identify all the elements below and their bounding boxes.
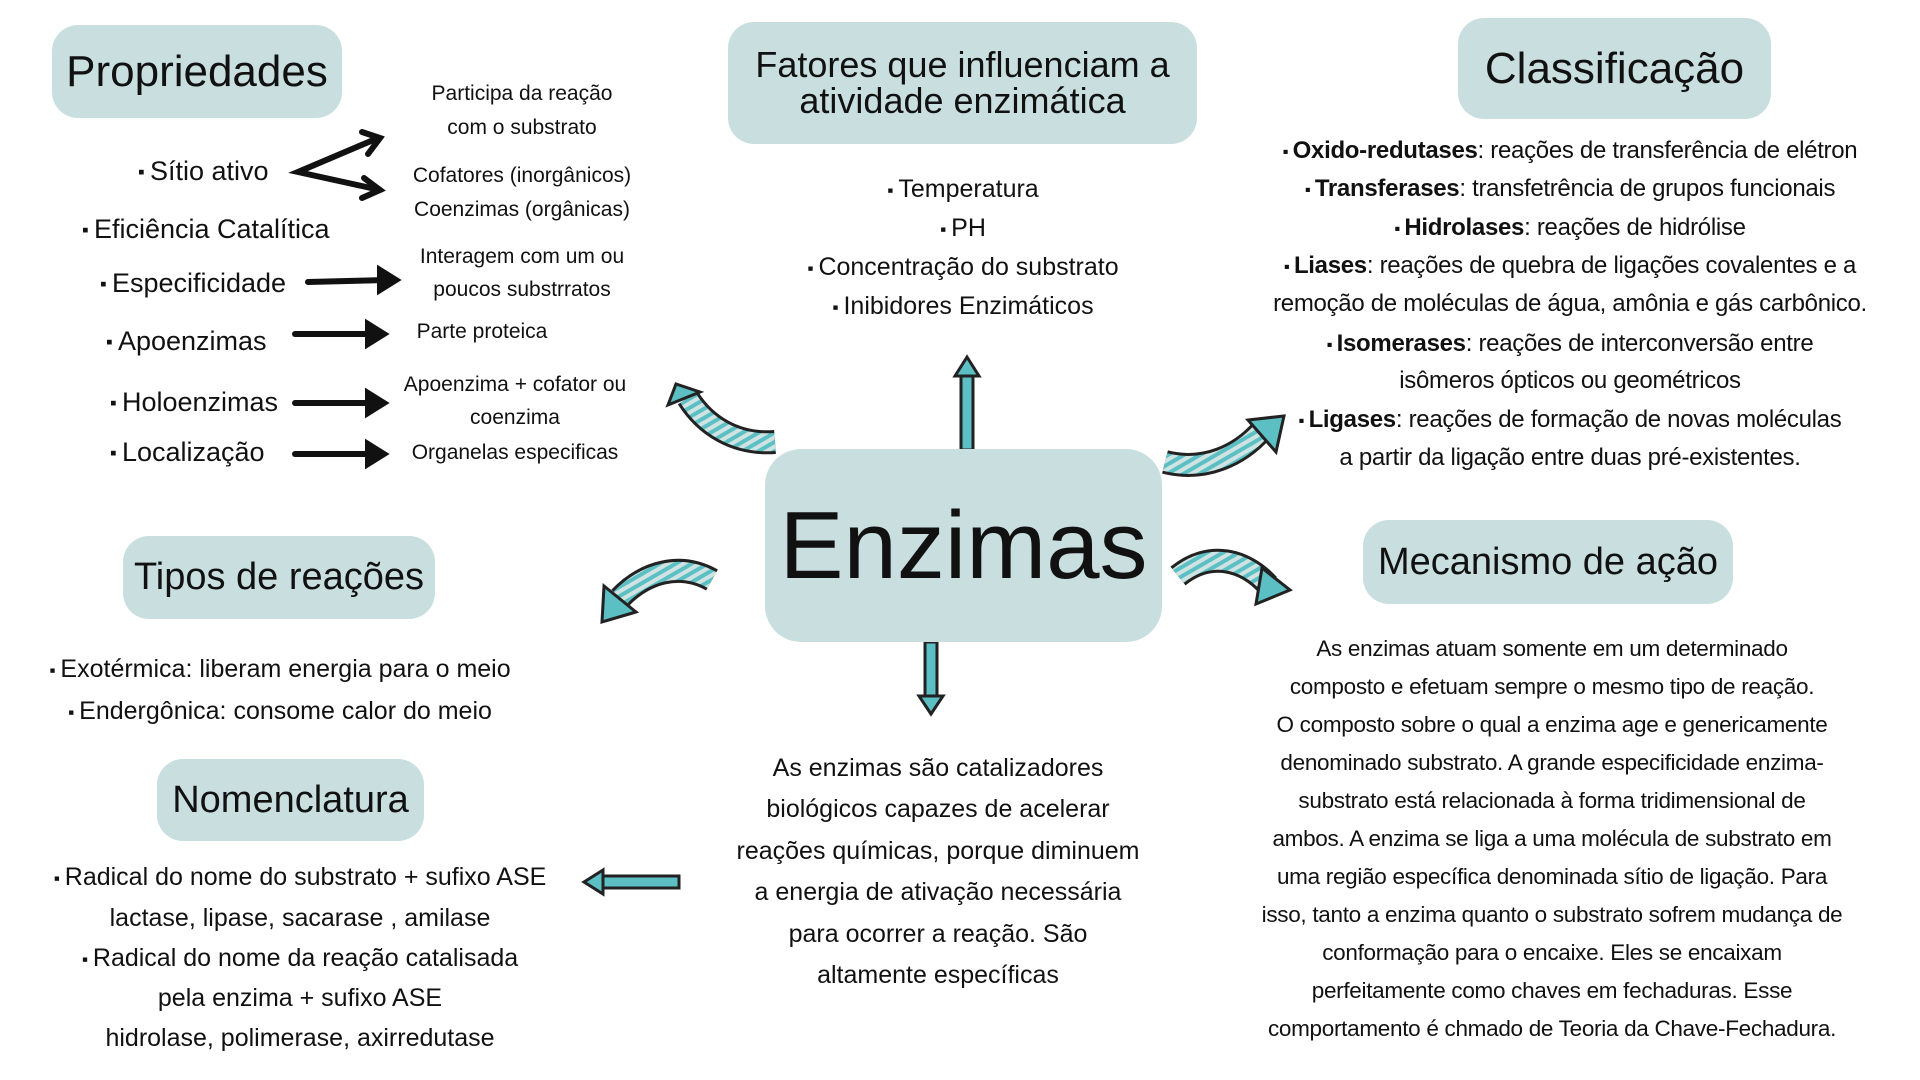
nomenclatura-line: lactase, lipase, sacarase , amilase (109, 904, 491, 932)
class-item-cont: isômeros ópticos ou geométricos (1399, 367, 1741, 394)
fatores-box: Fatores que influenciam a atividade enzi… (728, 22, 1197, 144)
arrow-up-icon (952, 354, 982, 452)
mecanismo-line: conformação para o encaixe. Eles se enca… (1322, 940, 1782, 965)
property-item: Sítio ativo (138, 156, 269, 187)
classificacao-title: Classificação (1484, 43, 1745, 93)
property-item: Holoenzimas (110, 387, 278, 418)
mecanismo-line: uma região específica denominada sítio d… (1276, 864, 1828, 889)
fator-concentracao: Concentração do substrato (807, 253, 1118, 281)
arrow-left-icon (581, 867, 681, 897)
definicao-line: altamente específicas (817, 961, 1059, 989)
class-item-cont: a partir da ligação entre duas pré-exist… (1339, 444, 1801, 471)
definicao-line: As enzimas são catalizadores (772, 754, 1104, 782)
class-term: Hidrolases (1404, 214, 1525, 241)
class-desc: : reações de formação de novas moléculas (1395, 406, 1842, 433)
class-desc: : reações de interconversão entre (1465, 330, 1814, 357)
class-item: Transferases: transfetrência de grupos f… (1225, 175, 1915, 203)
class-item: Isomerases: reações de interconversão en… (1225, 330, 1915, 358)
class-desc: : reações de quebra de ligações covalent… (1366, 252, 1857, 279)
definicao-line: reações químicas, porque diminuem (736, 837, 1140, 865)
class-term: Transferases (1314, 175, 1460, 202)
class-item: Hidrolases: reações de hidrólise (1225, 214, 1915, 242)
nomenclatura-line: pela enzima + sufixo ASE (157, 984, 443, 1012)
fator-ph: PH (940, 214, 986, 242)
property-arrows (292, 264, 402, 470)
property-item: Apoenzimas (106, 326, 267, 357)
property-detail: coenzima (470, 406, 560, 429)
tipo-item: Endergônica: consome calor do meio (30, 697, 530, 726)
nomenclatura-title: Nomenclatura (172, 778, 409, 821)
tipo-item: Exotérmica: liberam energia para o meio (30, 655, 530, 684)
center-topic-box: Enzimas (765, 449, 1162, 642)
property-detail: Cofatores (inorgânicos) (412, 164, 632, 187)
class-term: Oxido-redutases (1292, 137, 1478, 164)
class-item-cont: remoção de moléculas de água, amônia e g… (1273, 290, 1867, 317)
fatores-title-line: Fatores que influenciam a (755, 44, 1170, 85)
mecanismo-line: O composto sobre o qual a enzima age e g… (1276, 712, 1828, 737)
property-detail: Parte proteica (416, 320, 548, 343)
mecanismo-line: substrato está relacionada à forma tridi… (1298, 788, 1806, 813)
fator-item: Inibidores Enzimáticos (733, 292, 1193, 321)
curved-arrow-top-right-icon (1162, 414, 1286, 477)
mecanismo-line: ambos. A enzima se liga a uma molécula d… (1272, 826, 1832, 851)
nomenclatura-line: Radical do nome do substrato + sufixo AS… (20, 863, 580, 892)
definicao-line: biológicos capazes de acelerar (766, 795, 1110, 823)
property-detail: com o substrato (447, 116, 597, 139)
class-desc: : reações de hidrólise (1524, 214, 1746, 241)
mecanismo-line: comportamento é chmado de Teoria da Chav… (1267, 1016, 1837, 1041)
propriedades-title: Propriedades (66, 46, 328, 96)
mecanismo-box: Mecanismo de ação (1363, 520, 1733, 604)
class-term: Isomerases (1336, 330, 1466, 357)
mecanismo-line: As enzimas atuam somente em um determina… (1316, 636, 1788, 661)
definicao-line: para ocorrer a reação. São (788, 920, 1088, 948)
fatores-title-line: atividade enzimática (799, 80, 1126, 121)
property-detail: Participa da reação (431, 82, 613, 105)
curved-arrow-top-left-icon (665, 382, 776, 455)
property-detail: Organelas especificas (411, 441, 619, 464)
property-detail: poucos substrratos (433, 278, 611, 301)
fator-item: Concentração do substrato (733, 253, 1193, 282)
mecanismo-line: isso, tanto a enzima quanto o substrato … (1261, 902, 1843, 927)
class-item: Ligases: reações de formação de novas mo… (1225, 406, 1915, 434)
nomenclatura-line: hidrolase, polimerase, axirredutase (105, 1024, 495, 1052)
mecanismo-line: composto e efetuam sempre o mesmo tipo d… (1289, 674, 1815, 699)
arrow-especificidade (305, 277, 388, 285)
class-desc: : transfetrência de grupos funcionais (1459, 175, 1836, 202)
propriedades-box: Propriedades (52, 25, 342, 118)
tipos-box: Tipos de reações (123, 536, 435, 619)
fator-item: Temperatura (733, 175, 1193, 204)
fator-item: PH (733, 214, 1193, 243)
center-title: Enzimas (779, 491, 1148, 599)
property-item: Eficiência Catalítica (82, 214, 330, 245)
property-detail: Coenzimas (orgânicas) (414, 198, 630, 221)
class-term: Ligases (1308, 406, 1397, 433)
nomenclatura-line: Radical do nome da reação catalisada (20, 944, 580, 973)
property-item: Localização (110, 437, 265, 468)
mecanismo-line: perfeitamente como chaves em fechaduras.… (1311, 978, 1793, 1003)
mecanismo-title: Mecanismo de ação (1377, 540, 1719, 583)
nomenclatura-box: Nomenclatura (157, 759, 424, 841)
class-term: Liases (1293, 252, 1367, 279)
class-item: Liases: reações de quebra de ligações co… (1225, 252, 1915, 280)
fator-inibidores: Inibidores Enzimáticos (832, 292, 1093, 320)
class-item: Oxido-redutases: reações de transferênci… (1225, 137, 1915, 165)
fator-temperatura: Temperatura (887, 175, 1038, 203)
property-detail: Apoenzima + cofator ou (403, 373, 627, 396)
property-item: Especificidade (100, 268, 286, 299)
arrow-down-icon (916, 640, 946, 717)
definicao-line: a energia de ativação necessária (754, 878, 1122, 906)
property-detail: Interagem com um ou (419, 245, 625, 268)
curved-arrow-right-icon (1170, 548, 1293, 607)
class-desc: : reações de transferência de elétron (1477, 137, 1858, 164)
curved-arrow-left-icon (600, 558, 718, 625)
mecanismo-line: denominado substrato. A grande especific… (1280, 750, 1824, 775)
sitio-ativo-fork-arrows (288, 129, 386, 201)
classificacao-box: Classificação (1458, 18, 1771, 119)
tipos-title: Tipos de reações (133, 556, 425, 598)
